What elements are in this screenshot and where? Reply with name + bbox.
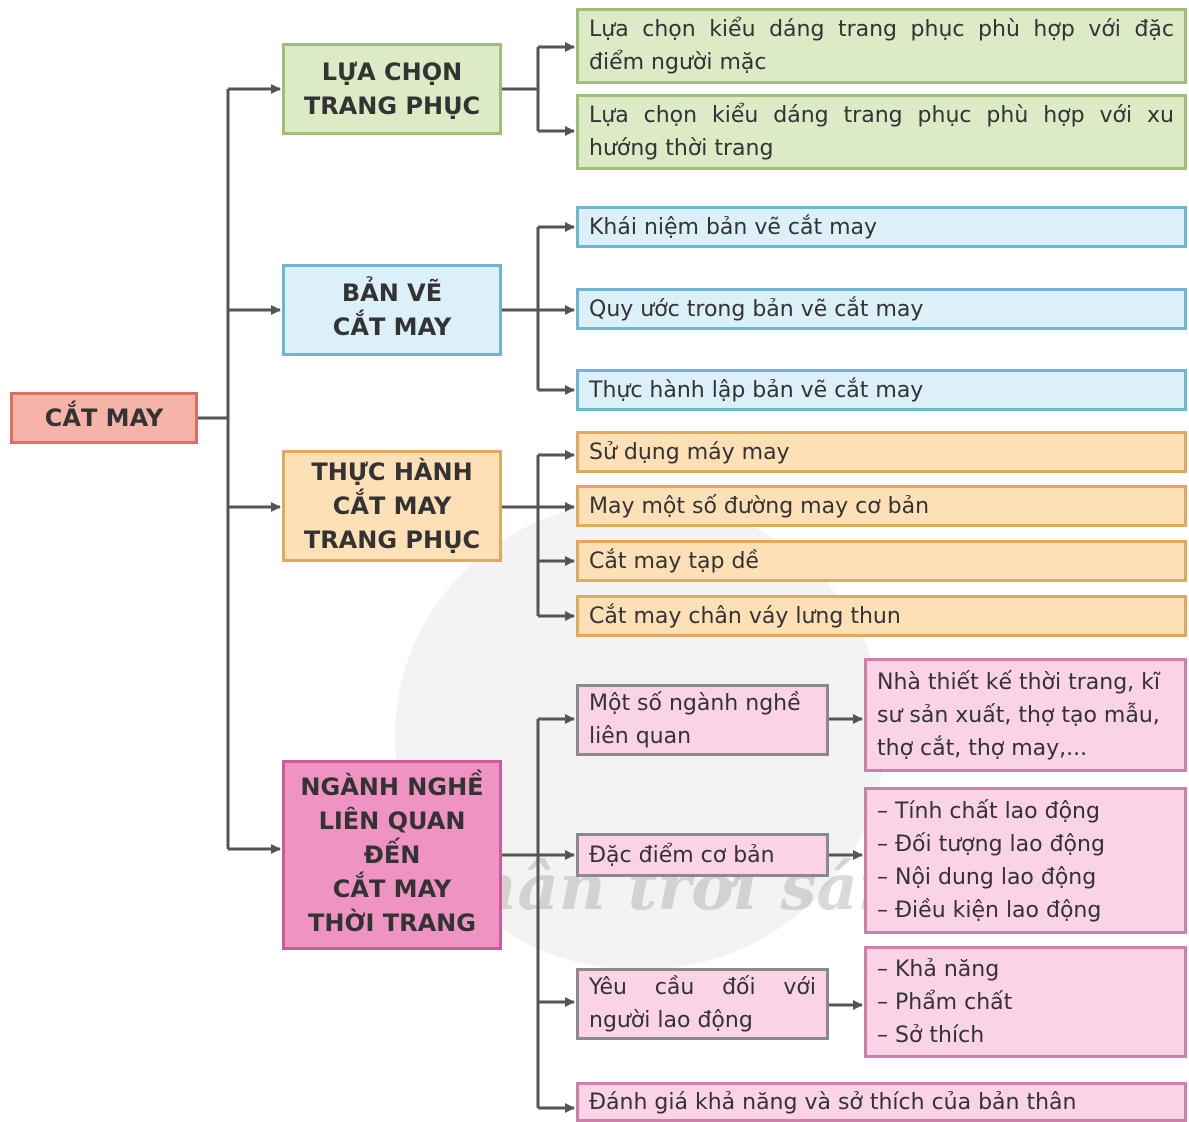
career-sub-node: Một số ngành nghề liên quan <box>576 684 829 756</box>
sub-node-text: Đặc điểm cơ bản <box>589 842 775 868</box>
branch-clothing-selection: LỰA CHỌN TRANG PHỤC <box>282 43 502 135</box>
leaf-text: Thực hành lập bản vẽ cắt may <box>589 377 924 403</box>
branch-label: THỰC HÀNH CẮT MAY TRANG PHỤC <box>303 458 481 554</box>
leaf-text: Lựa chọn kiểu dáng trang phục phù hợp vớ… <box>589 103 1174 161</box>
leaf-text: Sử dụng máy may <box>589 439 790 465</box>
detail-text: Nhà thiết kế thời trang, kĩ sư sản xuất,… <box>877 669 1161 761</box>
branch-label: NGÀNH NGHỀ LIÊN QUAN ĐẾN CẮT MAY THỜI TR… <box>300 773 484 937</box>
sub-node-text: Một số ngành nghề liên quan <box>589 691 801 749</box>
branch-related-careers: NGÀNH NGHỀ LIÊN QUAN ĐẾN CẮT MAY THỜI TR… <box>282 760 502 950</box>
root-label: CẮT MAY <box>44 404 164 432</box>
leaf-text: May một số đường may cơ bản <box>589 493 930 519</box>
leaf-text: Quy ước trong bản vẽ cắt may <box>589 296 924 322</box>
leaf-item: Cắt may chân váy lưng thun <box>576 595 1187 637</box>
leaf-text: Cắt may tạp dề <box>589 548 759 574</box>
career-sub-node: Đặc điểm cơ bản <box>576 833 829 877</box>
detail-text: – Tính chất lao động – Đối tượng lao độn… <box>877 798 1105 923</box>
leaf-text: Cắt may chân váy lưng thun <box>589 603 901 629</box>
sub-node-text: Yêu cầu đối với người lao động <box>589 975 816 1033</box>
branch-label: LỰA CHỌN TRANG PHỤC <box>303 58 481 120</box>
career-sub-node: Đánh giá khả năng và sở thích của bản th… <box>576 1082 1187 1122</box>
career-detail-node: – Khả năng – Phẩm chất – Sở thích <box>864 946 1187 1058</box>
career-sub-node: Yêu cầu đối với người lao động <box>576 968 829 1040</box>
leaf-text: Khái niệm bản vẽ cắt may <box>589 214 878 240</box>
leaf-item: Lựa chọn kiểu dáng trang phục phù hợp vớ… <box>576 94 1187 170</box>
career-detail-node: – Tính chất lao động – Đối tượng lao độn… <box>864 787 1187 934</box>
leaf-item: Lựa chọn kiểu dáng trang phục phù hợp vớ… <box>576 8 1187 84</box>
detail-text: – Khả năng – Phẩm chất – Sở thích <box>877 956 1013 1048</box>
branch-sewing-practice: THỰC HÀNH CẮT MAY TRANG PHỤC <box>282 450 502 562</box>
sub-node-text: Đánh giá khả năng và sở thích của bản th… <box>589 1089 1077 1115</box>
career-detail-node: Nhà thiết kế thời trang, kĩ sư sản xuất,… <box>864 658 1187 772</box>
leaf-item: Cắt may tạp dề <box>576 540 1187 582</box>
leaf-item: Thực hành lập bản vẽ cắt may <box>576 369 1187 411</box>
leaf-item: Sử dụng máy may <box>576 431 1187 473</box>
root-node: CẮT MAY <box>10 392 198 444</box>
branch-label: BẢN VẼ CẮT MAY <box>332 279 452 341</box>
leaf-text: Lựa chọn kiểu dáng trang phục phù hợp vớ… <box>589 17 1174 75</box>
branch-sewing-drawing: BẢN VẼ CẮT MAY <box>282 264 502 356</box>
leaf-item: May một số đường may cơ bản <box>576 485 1187 527</box>
leaf-item: Quy ước trong bản vẽ cắt may <box>576 288 1187 330</box>
leaf-item: Khái niệm bản vẽ cắt may <box>576 206 1187 248</box>
